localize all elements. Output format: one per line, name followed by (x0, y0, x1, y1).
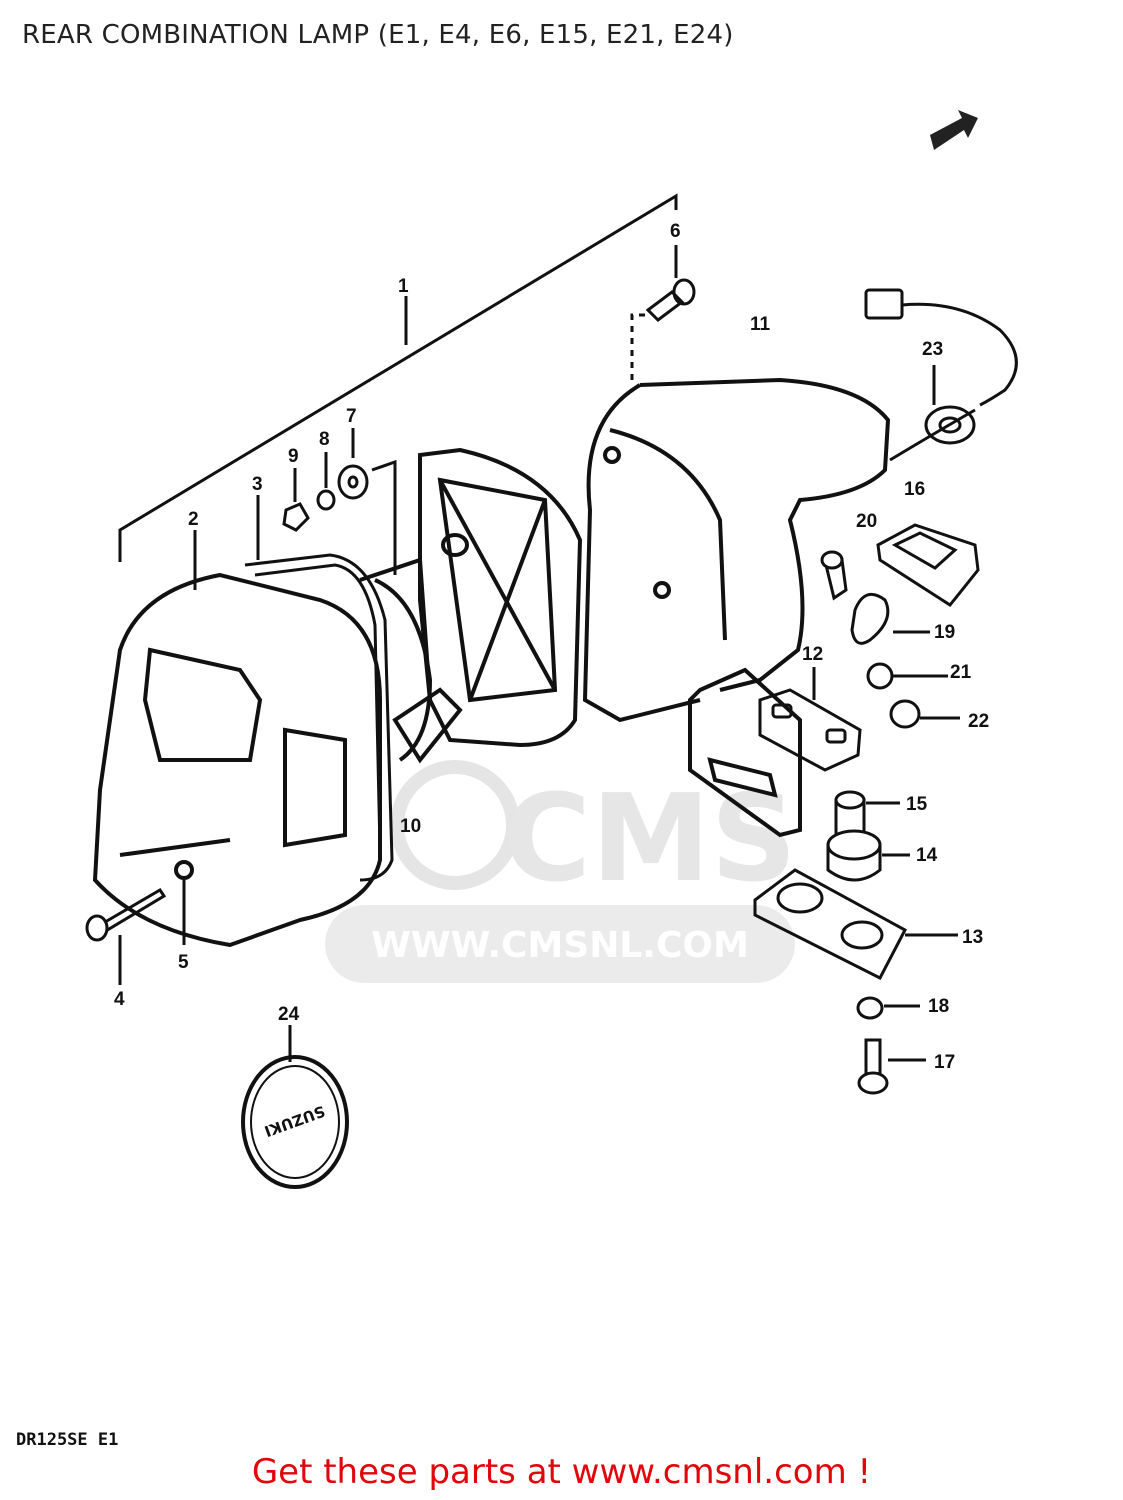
callout-22: 22 (968, 711, 989, 732)
reflector-plate (758, 667, 862, 772)
callout-4: 4 (114, 989, 125, 1010)
bolt-washer (856, 996, 926, 1095)
lamp-base-frame (359, 447, 583, 764)
screw-6 (630, 245, 696, 380)
callout-10: 10 (400, 816, 421, 837)
callout-1: 1 (398, 276, 409, 297)
callout-19: 19 (934, 622, 955, 643)
callout-15: 15 (906, 794, 928, 815)
grommet-collar (826, 790, 910, 882)
emblem-text: SUZUKI (262, 1102, 328, 1141)
callout-6: 6 (670, 221, 681, 242)
suzuki-emblem: SUZUKI (241, 1025, 349, 1189)
callout-24: 24 (278, 1004, 300, 1025)
watermark-brand: CMS (503, 770, 797, 909)
callout-13: 13 (962, 927, 983, 948)
callout-11: 11 (750, 314, 771, 335)
callout-9: 9 (288, 446, 299, 467)
callout-3: 3 (252, 474, 263, 495)
diagram-title: REAR COMBINATION LAMP (E1, E4, E6, E15, … (22, 20, 734, 50)
callout-12: 12 (802, 644, 823, 665)
callout-14: 14 (916, 845, 938, 866)
model-code: DR125SE E1 (16, 1430, 119, 1450)
callout-16: 16 (904, 479, 925, 500)
direction-arrow-icon (930, 110, 978, 150)
callout-labels: 1 2 3 4 5 6 7 8 9 10 11 12 13 14 15 16 1… (114, 221, 989, 1073)
callout-18: 18 (928, 996, 949, 1017)
small-hardware (193, 428, 397, 590)
lamp-lens-housing (92, 572, 382, 948)
callout-17: 17 (934, 1052, 955, 1073)
lamp-gasket (244, 553, 394, 882)
parts-link[interactable]: Get these parts at www.cmsnl.com ! (251, 1452, 872, 1492)
reflector-block (876, 523, 980, 607)
callout-2: 2 (188, 509, 199, 530)
watermark-url: WWW.CMSNL.COM (371, 925, 749, 966)
assembly-bracket-line (118, 193, 678, 562)
callout-5: 5 (178, 952, 189, 973)
side-hardware (820, 365, 960, 729)
lens-screw (85, 880, 186, 985)
callout-20: 20 (856, 511, 877, 532)
callout-21: 21 (950, 662, 972, 683)
callout-7: 7 (346, 406, 357, 427)
callout-23: 23 (922, 339, 943, 360)
reflector-mount (753, 868, 958, 981)
cms-watermark: WWW.CMSNL.COM CMS (325, 760, 797, 983)
rear-bracket (582, 377, 891, 838)
wiring-harness (864, 288, 1018, 462)
callout-8: 8 (319, 429, 330, 450)
